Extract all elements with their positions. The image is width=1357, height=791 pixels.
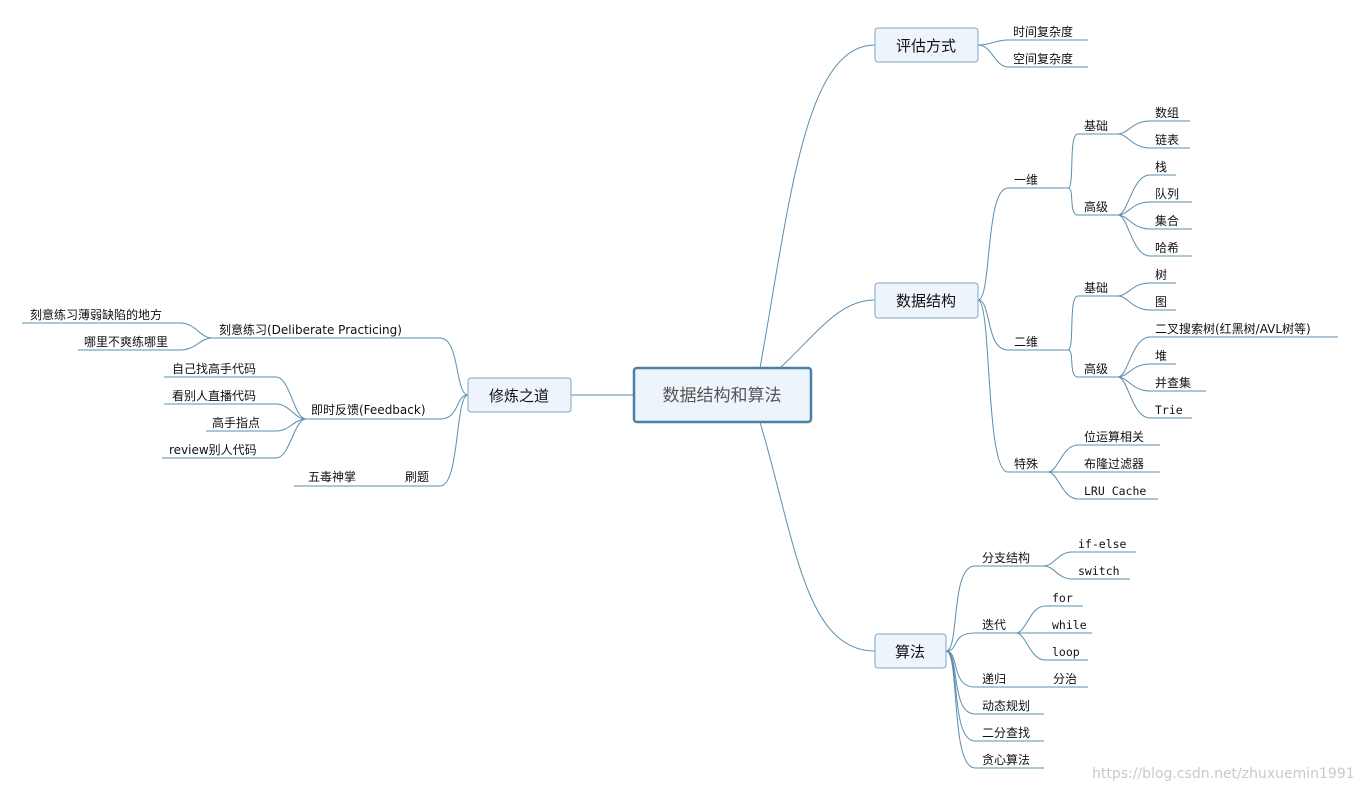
- eval-label: 评估方式: [896, 37, 956, 55]
- connector-2d-advanced-items: [1117, 336, 1338, 419]
- algo-divide-conquer[interactable]: 分治: [1053, 672, 1077, 686]
- connector-feedback-items: [162, 376, 307, 459]
- algo-iter-while[interactable]: while: [1052, 618, 1087, 632]
- one-dim-adv-stack[interactable]: 栈: [1155, 159, 1167, 174]
- connector-branch-items: [1043, 551, 1136, 580]
- algo-branch-switch[interactable]: switch: [1078, 564, 1120, 578]
- connector-iter-items: [1015, 605, 1092, 661]
- connector-lines: [22, 39, 1338, 769]
- algo-iter-loop[interactable]: loop: [1052, 645, 1080, 659]
- left-practice[interactable]: 刷题: [405, 470, 429, 484]
- connector-2d-basic-items: [1117, 282, 1176, 311]
- connector-ds-1d: [977, 187, 1068, 301]
- algo-box: [874, 633, 947, 669]
- ds-one-dim[interactable]: 一维: [1014, 173, 1038, 187]
- practice-five-poison[interactable]: 五毒神掌: [308, 470, 356, 484]
- connector-1d-advanced-items: [1117, 174, 1192, 257]
- special-bloom-filter[interactable]: 布隆过滤器: [1084, 456, 1144, 471]
- algo-binary-search[interactable]: 二分查找: [982, 726, 1030, 740]
- root-box: [632, 366, 813, 424]
- connector-eval-items: [977, 39, 1088, 68]
- one-dim-basic-linked-list[interactable]: 链表: [1155, 132, 1179, 147]
- eval-box: [874, 27, 979, 63]
- ds-two-dim[interactable]: 二维: [1014, 335, 1038, 349]
- left-deliberate[interactable]: 刻意练习(Deliberate Practicing): [219, 322, 402, 337]
- special-lru-cache[interactable]: LRU Cache: [1084, 484, 1146, 498]
- one-dim-adv-set[interactable]: 集合: [1155, 213, 1179, 228]
- feedback-item-expert-guidance[interactable]: 高手指点: [212, 415, 260, 430]
- connector-algo-branch: [945, 565, 1044, 652]
- two-dim-basic-tree[interactable]: 树: [1155, 267, 1167, 282]
- feedback-item-watch-live[interactable]: 看别人直播代码: [172, 389, 256, 403]
- one-dim-advanced[interactable]: 高级: [1084, 199, 1108, 214]
- deliberate-item-weakness[interactable]: 刻意练习薄弱缺陷的地方: [30, 307, 162, 322]
- algo-branch[interactable]: 分支结构: [982, 550, 1030, 565]
- node-root[interactable]: 数据结构和算法: [632, 366, 813, 424]
- two-dim-basic-graph[interactable]: 图: [1155, 295, 1167, 309]
- left-feedback[interactable]: 即时反馈(Feedback): [311, 403, 426, 417]
- one-dim-adv-hash[interactable]: 哈希: [1155, 240, 1179, 255]
- eval-item-time[interactable]: 时间复杂度: [1013, 24, 1073, 39]
- connector-algo-recursion: [945, 650, 1088, 688]
- algo-branch-if-else[interactable]: if-else: [1078, 537, 1127, 551]
- two-dim-adv-heap[interactable]: 堆: [1155, 349, 1167, 363]
- connector-algo-greedy: [945, 650, 1044, 769]
- feedback-item-find-code[interactable]: 自己找高手代码: [172, 361, 256, 376]
- ds-box: [874, 282, 979, 319]
- eval-item-space[interactable]: 空间复杂度: [1013, 51, 1073, 66]
- connector-ds-2d: [977, 299, 1068, 351]
- algo-iteration[interactable]: 迭代: [982, 618, 1006, 632]
- node-eval[interactable]: 评估方式: [874, 27, 979, 63]
- node-labels: 时间复杂度 空间复杂度 一维 基础 数组 链表 高级 栈 队列 集合 哈希 二维…: [30, 24, 1355, 782]
- algo-label: 算法: [895, 643, 925, 661]
- connector-left-feedback: [306, 394, 469, 420]
- node-algorithms[interactable]: 算法: [874, 633, 947, 669]
- one-dim-basic[interactable]: 基础: [1084, 119, 1108, 133]
- one-dim-adv-queue[interactable]: 队列: [1155, 186, 1179, 201]
- connector-ds-special: [977, 299, 1048, 473]
- two-dim-adv-union-find[interactable]: 并查集: [1155, 375, 1191, 390]
- feedback-item-review-code[interactable]: review别人代码: [169, 443, 257, 457]
- connector-root-ds: [779, 299, 876, 369]
- watermark: https://blog.csdn.net/zhuxuemin1991: [1092, 766, 1355, 782]
- algo-iter-for[interactable]: for: [1052, 591, 1073, 605]
- connector-1d-advanced: [1067, 187, 1118, 216]
- connector-left-practice: [294, 394, 469, 487]
- connector-1d-basic-items: [1117, 120, 1190, 149]
- two-dim-advanced[interactable]: 高级: [1084, 361, 1108, 376]
- connector-root-algo: [759, 421, 876, 652]
- deliberate-item-discomfort[interactable]: 哪里不爽练哪里: [84, 334, 168, 349]
- connector-left-deliberate: [212, 337, 469, 396]
- one-dim-basic-array[interactable]: 数组: [1155, 105, 1179, 120]
- connector-2d-advanced: [1067, 349, 1118, 378]
- connector-algo-iter: [945, 632, 1016, 652]
- connector-1d-basic: [1067, 133, 1118, 189]
- connector-special-items: [1047, 444, 1160, 500]
- special-bit-ops[interactable]: 位运算相关: [1084, 429, 1144, 444]
- connector-deliberate-items: [22, 322, 213, 351]
- algo-greedy[interactable]: 贪心算法: [982, 752, 1030, 767]
- node-practice-path[interactable]: 修炼之道: [467, 377, 572, 413]
- two-dim-adv-bst[interactable]: 二叉搜索树(红黑树/AVL树等): [1155, 321, 1311, 336]
- ds-special[interactable]: 特殊: [1014, 456, 1038, 471]
- two-dim-basic[interactable]: 基础: [1084, 281, 1108, 295]
- connector-root-eval: [759, 44, 876, 369]
- algo-recursion[interactable]: 递归: [982, 672, 1006, 686]
- practice-path-label: 修炼之道: [489, 387, 549, 405]
- node-data-structures[interactable]: 数据结构: [874, 282, 979, 319]
- two-dim-adv-trie[interactable]: Trie: [1155, 403, 1183, 417]
- algo-dynamic-programming[interactable]: 动态规划: [982, 698, 1030, 713]
- connector-2d-basic: [1067, 295, 1118, 351]
- practice-path-box: [467, 377, 572, 413]
- root-label: 数据结构和算法: [663, 386, 782, 406]
- ds-label: 数据结构: [896, 292, 956, 310]
